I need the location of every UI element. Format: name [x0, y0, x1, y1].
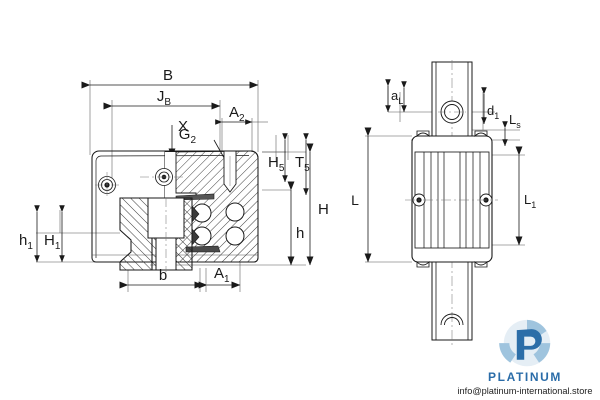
svg-text:H: H	[318, 201, 329, 218]
svg-text:H5: H5	[268, 154, 285, 174]
top-view-group	[364, 60, 525, 345]
label-H1-sub: 1	[55, 241, 61, 252]
label-A1-main: A	[214, 265, 224, 282]
label-Ls-sub: s	[516, 120, 521, 130]
svg-text:L: L	[351, 192, 359, 208]
label-A2-sub: 2	[239, 113, 245, 124]
label-d1-main: d	[487, 103, 494, 118]
dimension-labels: B JB X G2 A2 H5 T5 H	[19, 67, 536, 285]
svg-text:L1: L1	[524, 192, 536, 210]
label-Ls-main: L	[509, 112, 516, 127]
svg-text:X: X	[178, 118, 188, 135]
label-L1-main: L	[524, 192, 531, 207]
label-d1-sub: 1	[494, 111, 499, 121]
label-A2-main: A	[229, 104, 239, 121]
label-H5-sub: 5	[279, 163, 285, 174]
label-h-main: h	[296, 225, 304, 242]
label-B-main: B	[163, 67, 173, 84]
svg-text:b: b	[159, 267, 167, 284]
svg-text:d1: d1	[487, 103, 499, 121]
label-JB-main: J	[157, 88, 165, 105]
ball-retainer	[191, 205, 200, 246]
label-H-main: H	[318, 201, 329, 218]
section-view-group	[34, 80, 314, 292]
rail-mounting-hole-bottom	[440, 313, 464, 326]
fixing-screw-center	[140, 168, 186, 186]
label-aL-main: a	[391, 88, 399, 103]
svg-text:h1: h1	[19, 232, 33, 252]
label-G2-sub: 2	[190, 135, 196, 146]
label-T5-sub: 5	[304, 163, 310, 174]
svg-text:JB: JB	[157, 88, 172, 108]
svg-text:B: B	[163, 67, 173, 84]
rail-profile	[119, 197, 193, 272]
label-G2-main: G	[179, 126, 191, 143]
label-X-main: X	[178, 118, 188, 135]
label-H1-main: H	[44, 232, 55, 249]
svg-text:H1: H1	[44, 232, 61, 252]
label-H5-main: H	[268, 154, 279, 171]
svg-text:aL: aL	[391, 88, 403, 106]
svg-text:Ls: Ls	[509, 112, 521, 130]
mounting-bolt-left	[95, 172, 120, 198]
label-L-main: L	[351, 192, 359, 208]
label-A1-sub: 1	[224, 274, 230, 285]
svg-text:h: h	[296, 225, 304, 242]
label-h1-main: h	[19, 232, 27, 249]
watermark-email: info@platinum-international.store	[457, 386, 593, 396]
label-JB-sub: B	[164, 97, 171, 108]
watermark: PLATINUM info@platinum-international.sto…	[452, 318, 598, 398]
carriage-top-view	[405, 130, 498, 268]
svg-text:T5: T5	[295, 154, 310, 174]
label-h1-sub: 1	[27, 241, 33, 252]
svg-text:A1: A1	[214, 265, 230, 285]
platinum-p-logo	[499, 319, 551, 367]
label-L1-sub: 1	[531, 200, 536, 210]
label-T5-main: T	[295, 154, 304, 171]
rail-mounting-hole-top	[438, 100, 466, 124]
dim-line-aL	[385, 79, 407, 113]
label-b-main: b	[159, 267, 167, 284]
watermark-brand: PLATINUM	[488, 370, 562, 384]
svg-text:A2: A2	[229, 104, 245, 124]
label-aL-sub: L	[398, 96, 403, 106]
svg-text:G2: G2	[179, 126, 197, 146]
ball-bearings	[192, 202, 245, 246]
